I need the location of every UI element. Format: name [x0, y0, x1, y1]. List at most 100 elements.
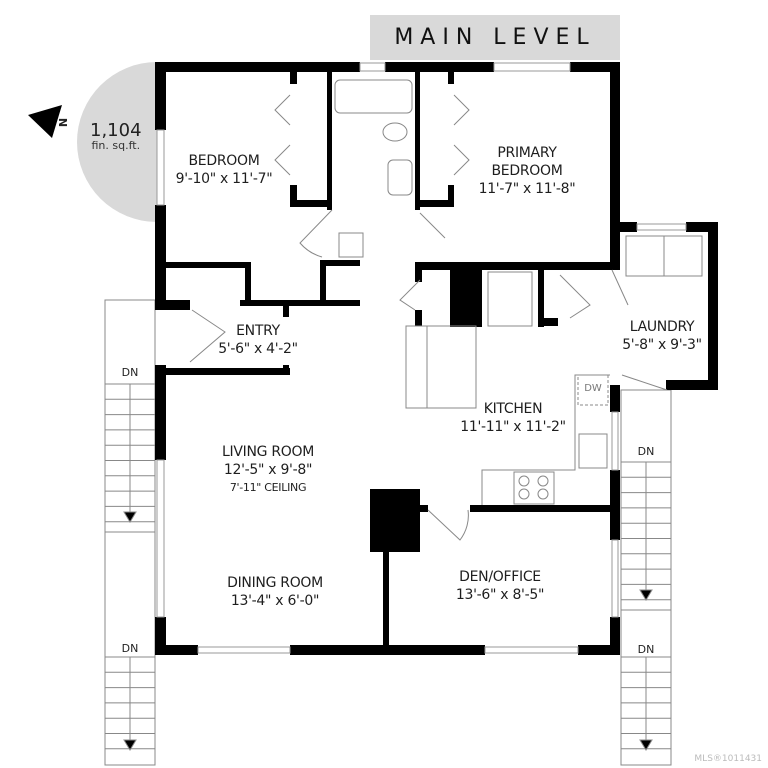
wall	[245, 262, 251, 302]
room-name: BEDROOM	[188, 153, 260, 169]
wall	[415, 262, 422, 282]
walls	[155, 62, 718, 655]
area-summary: 1,104 fin. sq.ft.	[90, 120, 142, 152]
stair-arrow-icon	[639, 589, 653, 601]
stairs-down-label: DN	[637, 445, 655, 458]
room-den-office: DEN/OFFICE 13'-6" x 8'-5"	[456, 568, 545, 604]
wall	[610, 617, 620, 655]
north-arrow-icon	[28, 105, 62, 138]
stairs-down-label: DN	[637, 643, 655, 656]
room-dims: 5'-6" x 4'-2"	[218, 341, 298, 357]
room-name: DINING ROOM	[227, 575, 323, 591]
wall	[666, 380, 718, 390]
wall	[290, 72, 297, 84]
wall	[155, 645, 198, 655]
doors	[189, 94, 668, 541]
window	[359, 62, 386, 72]
watermark: MLS®1011431	[694, 754, 762, 764]
wall	[155, 300, 190, 310]
wall	[448, 185, 454, 207]
stairs-down-label: DN	[121, 366, 139, 379]
wall	[290, 200, 332, 207]
kitchen-counter	[481, 374, 610, 505]
room-name: BEDROOM	[491, 163, 563, 179]
wall	[283, 365, 289, 375]
wall	[283, 305, 289, 317]
room-bedroom: BEDROOM 9'-10" x 11'-7"	[176, 152, 273, 188]
wall	[538, 265, 544, 327]
wall	[383, 552, 389, 652]
wall	[470, 505, 620, 512]
wall	[290, 185, 297, 207]
room-kitchen: KITCHEN 11'-11" x 11'-2"	[460, 400, 566, 436]
room-dining-room: DINING ROOM 13'-4" x 6'-0"	[227, 574, 323, 610]
wall	[155, 62, 166, 130]
wall	[578, 645, 620, 655]
wall	[415, 310, 422, 326]
window	[636, 223, 687, 231]
stove	[513, 471, 555, 505]
wall	[155, 368, 290, 375]
window	[156, 459, 165, 618]
room-laundry: LAUNDRY 5'-8" x 9'-3"	[622, 318, 702, 354]
wall	[538, 318, 558, 326]
room-dims: 9'-10" x 11'-7"	[175, 171, 273, 187]
wall	[420, 505, 428, 512]
fixtures	[334, 79, 703, 505]
kitchen-sink	[578, 433, 608, 469]
wall	[327, 72, 332, 210]
bathtub	[334, 79, 413, 114]
window	[611, 539, 619, 618]
wall	[610, 385, 620, 412]
wall	[420, 200, 454, 207]
room-dims: 13'-4" x 6'-0"	[230, 593, 320, 609]
room-dims: 12'-5" x 9'-8"	[223, 462, 313, 478]
wall	[320, 260, 360, 266]
wall	[686, 222, 718, 232]
window	[484, 646, 579, 654]
wall	[385, 62, 494, 72]
wall	[415, 262, 620, 270]
linen-cabinet	[338, 232, 364, 258]
room-entry: ENTRY 5'-6" x 4'-2"	[218, 322, 298, 358]
room-dims: 11'-11" x 11'-2"	[460, 419, 566, 435]
area-unit: fin. sq.ft.	[91, 139, 141, 152]
stairs-down-label: DN	[121, 642, 139, 655]
area-badge	[77, 62, 157, 222]
window	[493, 62, 571, 72]
room-living-room: LIVING ROOM 12'-5" x 9'-8" 7'-11" CEILIN…	[222, 443, 314, 497]
wall	[450, 265, 482, 327]
wall	[166, 262, 250, 268]
kitchen-island	[405, 325, 477, 409]
windows	[156, 62, 687, 654]
dishwasher-label: DW	[584, 383, 602, 394]
bath-sink	[387, 159, 413, 196]
window	[156, 129, 165, 206]
wall	[448, 72, 454, 84]
area-value: 1,104	[90, 120, 142, 141]
room-name: DEN/OFFICE	[459, 569, 541, 585]
stove-burners	[518, 475, 549, 500]
room-name: ENTRY	[236, 323, 280, 339]
wall	[570, 62, 620, 72]
wall	[320, 260, 326, 305]
room-dims: 5'-8" x 9'-3"	[622, 337, 702, 353]
stair-arrow-icon	[123, 739, 137, 751]
wall	[240, 300, 360, 306]
wall	[610, 62, 620, 270]
toilet	[382, 122, 408, 142]
fridge	[487, 271, 533, 327]
room-name: LAUNDRY	[629, 319, 695, 335]
room-name: KITCHEN	[483, 401, 543, 417]
stair-arrow-icon	[639, 739, 653, 751]
stair-arrow-icon	[123, 511, 137, 523]
wall	[415, 72, 420, 210]
dishwasher	[577, 374, 609, 406]
room-name: LIVING ROOM	[222, 444, 314, 460]
room-dims: 11'-7" x 11'-8"	[478, 181, 576, 197]
north-label: N	[56, 117, 70, 128]
laundry-dryer	[663, 235, 703, 277]
window	[611, 411, 619, 471]
